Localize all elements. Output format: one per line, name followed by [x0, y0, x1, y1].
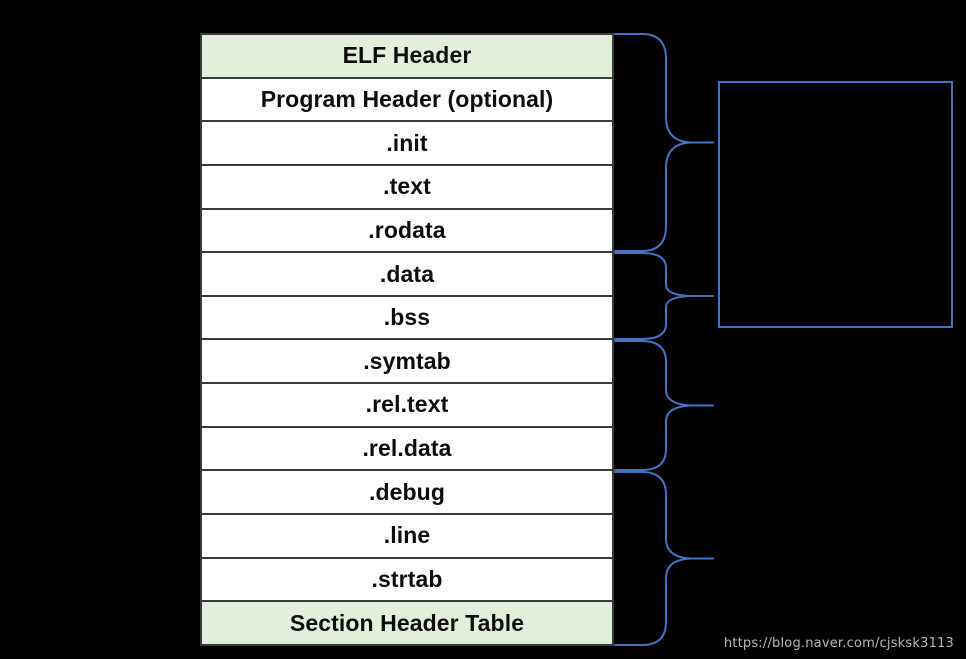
- row-label: .text: [383, 173, 431, 200]
- row-label: Program Header (optional): [260, 85, 554, 112]
- row-label: .data: [379, 260, 435, 287]
- table-row: Section Header Table: [202, 602, 612, 644]
- right-detail-box: [718, 81, 953, 328]
- row-label: .bss: [383, 304, 431, 331]
- table-row: .strtab: [202, 558, 612, 603]
- table-row: ELF Header: [202, 35, 612, 79]
- row-label: .symtab: [363, 347, 451, 374]
- brace-group-3: [614, 340, 714, 471]
- table-row: Program Header (optional): [202, 78, 612, 123]
- brace-group-1: [614, 33, 714, 252]
- table-row: .symtab: [202, 340, 612, 385]
- row-label: .init: [386, 129, 428, 156]
- brace-group-4: [614, 471, 714, 646]
- table-row: .bss: [202, 296, 612, 341]
- row-label: .strtab: [371, 566, 443, 592]
- row-label: .rel.data: [362, 435, 452, 462]
- brace-group-2: [614, 252, 714, 340]
- table-row: .debug: [202, 471, 612, 516]
- row-label: Section Header Table: [289, 609, 525, 636]
- table-row: .rel.data: [202, 427, 612, 472]
- table-row: .data: [202, 253, 612, 297]
- table-row: .rel.text: [202, 384, 612, 428]
- watermark-url: https://blog.naver.com/cjsksk3113: [723, 636, 954, 651]
- elf-layout-table: ELF Header Program Header (optional) .in…: [200, 33, 614, 646]
- table-row: .line: [202, 515, 612, 559]
- table-row: .text: [202, 165, 612, 210]
- table-row: .init: [202, 122, 612, 166]
- row-label: .rodata: [368, 216, 446, 243]
- row-label: .debug: [369, 478, 445, 505]
- row-label: .rel.text: [365, 391, 449, 418]
- table-row: .rodata: [202, 209, 612, 254]
- row-label: ELF Header: [342, 42, 472, 69]
- row-label: .line: [383, 522, 431, 549]
